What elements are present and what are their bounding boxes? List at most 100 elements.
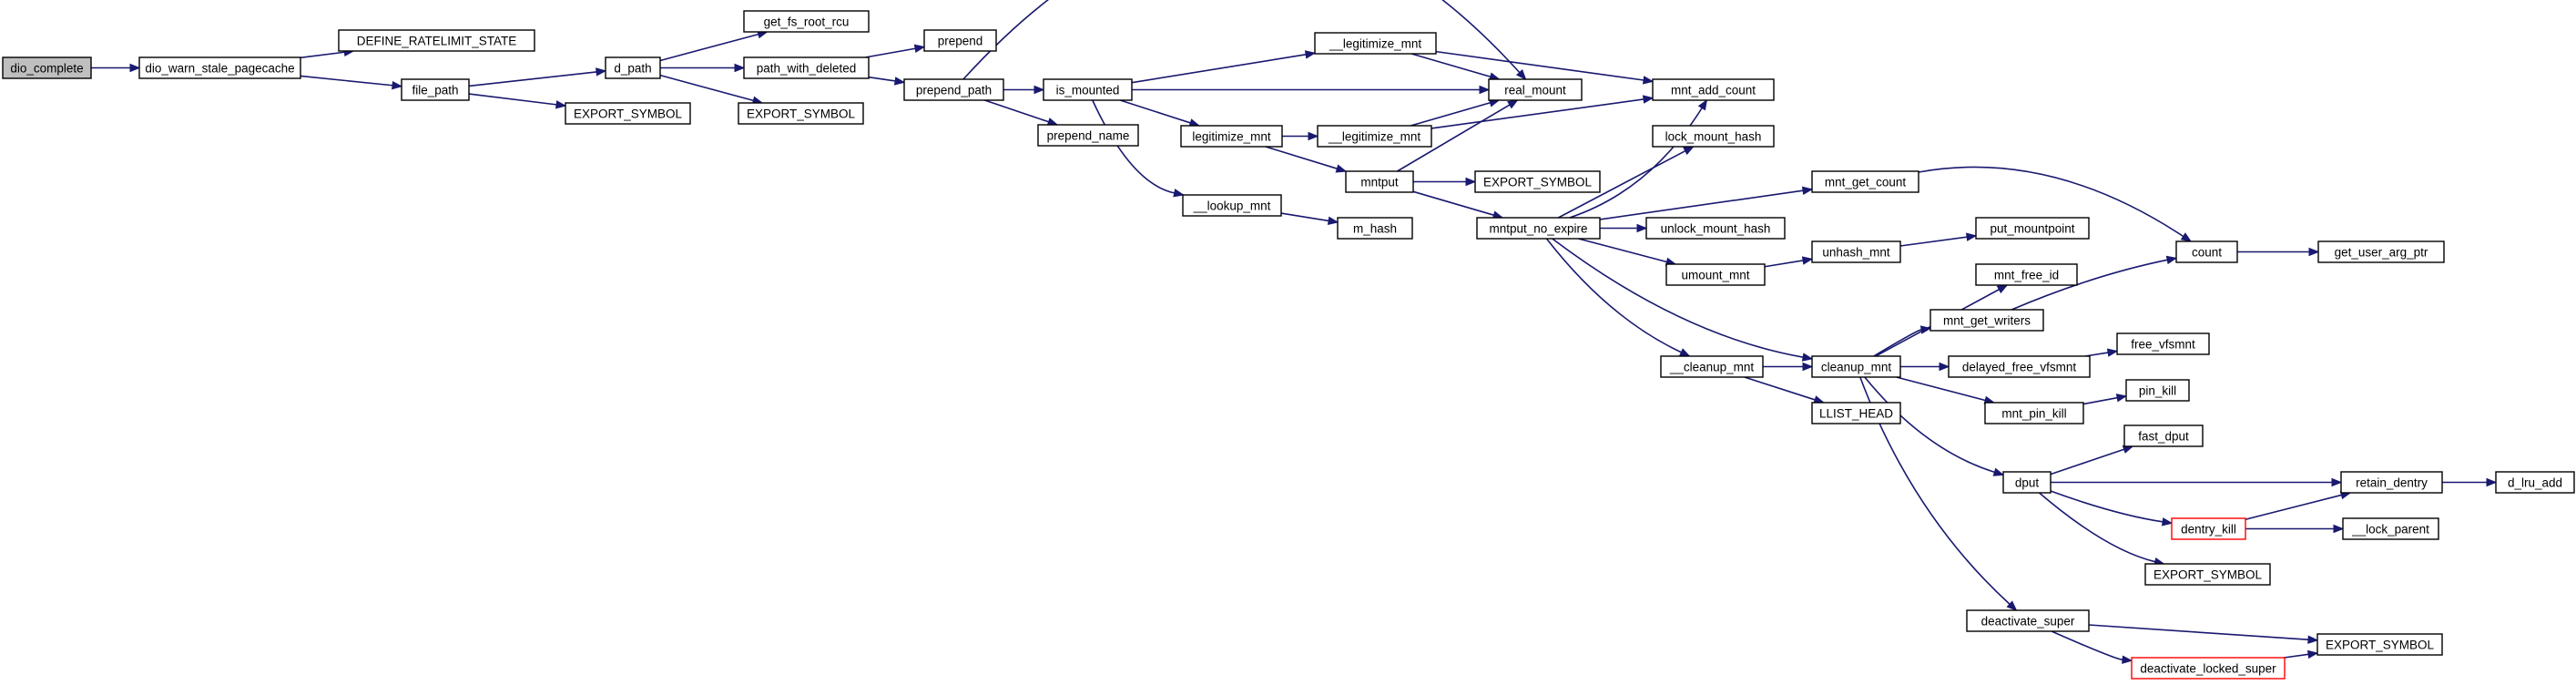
node-delayed-free-vfsmnt[interactable]: delayed_free_vfsmnt <box>1948 355 2091 378</box>
arrowhead-umount_mnt-to-unhash_mnt <box>1801 256 1814 265</box>
node-file-path[interactable]: file_path <box>401 78 470 101</box>
node-umount-mnt[interactable]: umount_mnt <box>1665 263 1766 286</box>
edge-path_with_deleted-to-prepend <box>865 47 916 58</box>
node-llist-head[interactable]: LLIST_HEAD <box>1811 402 1901 424</box>
edge-file_path-to-d_path <box>468 71 597 87</box>
node-cleanup-mnt-inner[interactable]: __cleanup_mnt <box>1660 355 1764 378</box>
edge-cleanup_mnt-to-dput <box>1864 376 1995 474</box>
edge-cleanup_mnt-to-mnt_get_writers <box>1873 329 1922 357</box>
edge-is_mounted-to-lookup_mnt <box>1092 99 1175 194</box>
node-mnt-pin-kill[interactable]: mnt_pin_kill <box>1984 402 2084 424</box>
node-dentry-kill[interactable]: dentry_kill <box>2171 517 2246 540</box>
node-dio-warn-stale-pagecache[interactable]: dio_warn_stale_pagecache <box>138 56 301 79</box>
node-lock-parent[interactable]: __lock_parent <box>2342 517 2439 540</box>
node-lock-mount-hash[interactable]: lock_mount_hash <box>1652 125 1775 148</box>
node-box <box>743 10 870 33</box>
node-box <box>1811 240 1901 263</box>
node-unlock-mount-hash[interactable]: unlock_mount_hash <box>1645 217 1786 240</box>
node-legitimize-mnt-inner-1[interactable]: __legitimize_mnt <box>1314 32 1437 55</box>
node-deactivate-locked-super[interactable]: deactivate_locked_super <box>2131 657 2286 680</box>
node-box <box>1182 194 1282 217</box>
node-box <box>903 78 1004 101</box>
node-d-path[interactable]: d_path <box>605 56 661 79</box>
edge-cleanup_mnt_inner-to-llist_head <box>1744 376 1816 401</box>
node-export-symbol-2[interactable]: EXPORT_SYMBOL <box>738 102 864 125</box>
node-real-mount[interactable]: real_mount <box>1488 78 1583 101</box>
node-pin-kill[interactable]: pin_kill <box>2125 379 2190 402</box>
edge-mntput-to-mntput_no_expire <box>1412 190 1494 216</box>
node-put-mountpoint[interactable]: put_mountpoint <box>1975 217 2090 240</box>
node-cleanup-mnt[interactable]: cleanup_mnt <box>1811 355 1901 378</box>
node-label: EXPORT_SYMBOL <box>574 107 683 121</box>
node-get-user-arg-ptr[interactable]: get_user_arg_ptr <box>2317 240 2445 263</box>
node-label: deactivate_super <box>1981 615 2075 629</box>
node-label: EXPORT_SYMBOL <box>1483 176 1593 189</box>
node-unhash-mnt[interactable]: unhash_mnt <box>1811 240 1901 263</box>
node-deactivate-super[interactable]: deactivate_super <box>1966 609 2090 632</box>
node-export-symbol-1[interactable]: EXPORT_SYMBOL <box>565 102 691 125</box>
node-d-lru-add[interactable]: d_lru_add <box>2495 471 2575 494</box>
node-label: unhash_mnt <box>1822 246 1890 260</box>
node-export-symbol-5[interactable]: EXPORT_SYMBOL <box>2316 633 2443 656</box>
edge-lookup_mnt-to-m_hash <box>1280 212 1329 222</box>
node-box <box>1665 263 1766 286</box>
node-box <box>565 102 691 125</box>
node-box <box>1652 78 1775 101</box>
node-m-hash[interactable]: m_hash <box>1337 217 1413 240</box>
node-box <box>1660 355 1764 378</box>
node-define-ratelimit-state[interactable]: DEFINE_RATELIMIT_STATE <box>338 29 535 52</box>
edge-mntput_no_expire-to-cleanup_mnt <box>1552 238 1804 358</box>
node-label: path_with_deleted <box>757 62 857 76</box>
node-legitimize-mnt[interactable]: legitimize_mnt <box>1180 125 1283 148</box>
node-box <box>2175 240 2238 263</box>
node-mntput-no-expire[interactable]: mntput_no_expire <box>1476 217 1601 240</box>
node-box <box>2495 471 2575 494</box>
edge-mnt_get_count-to-count <box>1918 166 2184 238</box>
node-mntput[interactable]: mntput <box>1345 170 1414 193</box>
node-mnt-add-count[interactable]: mnt_add_count <box>1652 78 1775 101</box>
node-is-mounted[interactable]: is_mounted <box>1043 78 1133 101</box>
node-lookup-mnt[interactable]: __lookup_mnt <box>1182 194 1282 217</box>
node-box <box>1948 355 2091 378</box>
node-box <box>1345 170 1414 193</box>
node-box <box>1317 125 1432 148</box>
node-free-vfsmnt[interactable]: free_vfsmnt <box>2116 332 2210 355</box>
node-retain-dentry[interactable]: retain_dentry <box>2340 471 2443 494</box>
node-fast-dput[interactable]: fast_dput <box>2123 424 2204 447</box>
node-count[interactable]: count <box>2175 240 2238 263</box>
node-label: put_mountpoint <box>1990 222 2074 236</box>
edge-deactivate_super-to-export_symbol_5 <box>2088 624 2309 641</box>
node-box <box>1180 125 1283 148</box>
arrowhead-legitimize_mnt-to-legitimize_mnt_inner_2 <box>1308 131 1319 141</box>
node-dio-complete[interactable]: dio_complete <box>2 56 92 79</box>
node-label: legitimize_mnt <box>1192 130 1271 144</box>
node-legitimize-mnt-inner-2[interactable]: __legitimize_mnt <box>1317 125 1432 148</box>
node-prepend[interactable]: prepend <box>923 29 997 52</box>
node-dput[interactable]: dput <box>2002 471 2052 494</box>
arrowhead-count-to-get_user_arg_ptr <box>2308 247 2320 257</box>
node-get-fs-root-rcu[interactable]: get_fs_root_rcu <box>743 10 870 33</box>
node-mnt-free-id[interactable]: mnt_free_id <box>1975 263 2078 286</box>
node-path-with-deleted[interactable]: path_with_deleted <box>743 56 870 79</box>
node-mnt-get-writers[interactable]: mnt_get_writers <box>1929 309 2044 332</box>
arrowhead-prepend_path-to-real_mount <box>1515 69 1527 80</box>
node-export-symbol-4[interactable]: EXPORT_SYMBOL <box>2144 563 2271 586</box>
node-mnt-get-count[interactable]: mnt_get_count <box>1811 170 1919 193</box>
node-label: dio_complete <box>10 62 83 76</box>
arrowhead-is_mounted-to-real_mount <box>1479 85 1491 95</box>
node-label: free_vfsmnt <box>2131 338 2195 352</box>
arrowhead-mntput_no_expire-to-cleanup_mnt_inner <box>1678 348 1691 357</box>
arrowhead-deactivate_super-to-export_symbol_5 <box>2307 635 2319 644</box>
node-export-symbol-3[interactable]: EXPORT_SYMBOL <box>1474 170 1601 193</box>
node-prepend-path[interactable]: prepend_path <box>903 78 1004 101</box>
node-box <box>1037 124 1139 147</box>
arrowhead-cleanup_mnt-to-deactivate_super <box>2006 600 2018 611</box>
node-box <box>2002 471 2052 494</box>
node-label: mnt_add_count <box>1671 84 1756 97</box>
edge-file_path-to-export_symbol_1 <box>468 93 557 106</box>
node-prepend-name[interactable]: prepend_name <box>1037 124 1139 147</box>
arrowhead-cleanup_mnt-to-dput <box>1992 467 2005 476</box>
arrowhead-mntput_no_expire-to-mnt_get_count <box>1801 186 1814 195</box>
edge-d_path-to-get_fs_root_rcu <box>659 33 759 62</box>
